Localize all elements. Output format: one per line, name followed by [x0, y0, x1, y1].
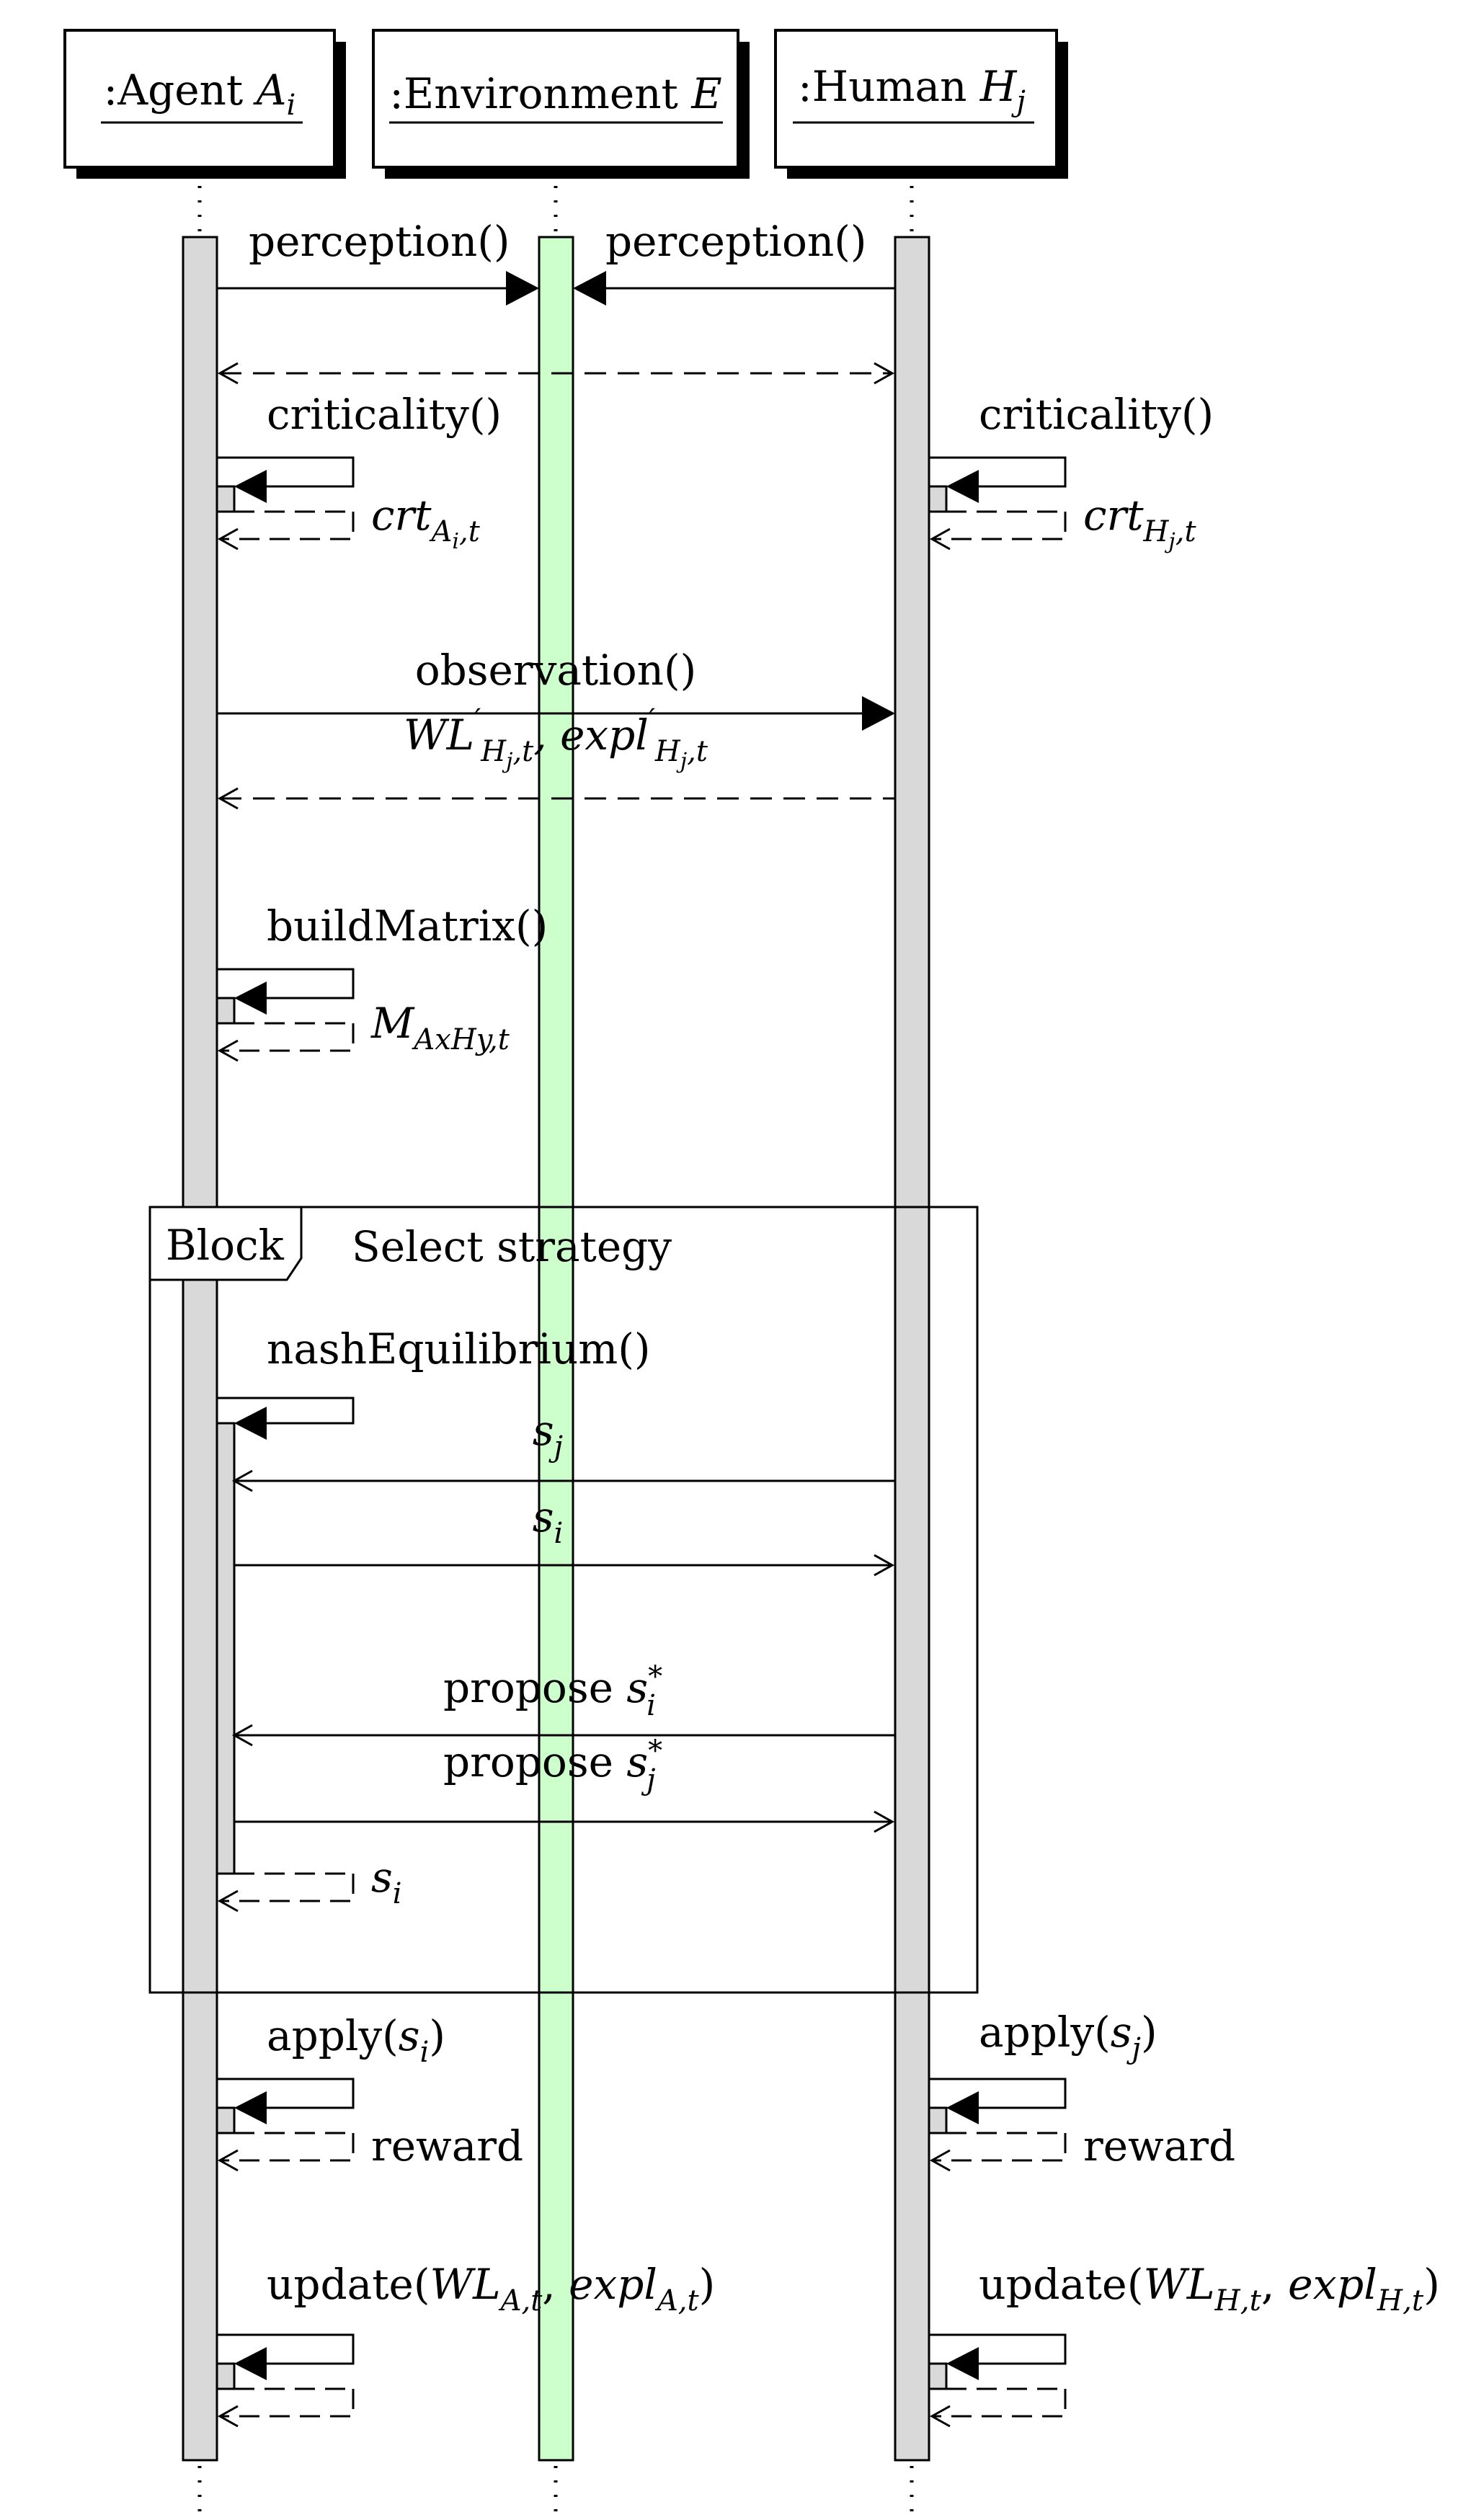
- svg-text::Human Hj: :Human Hj: [798, 62, 1026, 118]
- self-call-update-human: update(WLH,t, explH,t): [928, 2260, 1440, 2428]
- svg-text:sj: sj: [533, 1406, 563, 1464]
- combined-fragment: Block Select strategy: [148, 1206, 979, 1994]
- fragment-title: Select strategy: [352, 1222, 672, 1271]
- svg-text:criticality(): criticality(): [979, 390, 1214, 439]
- return-s-i: si: [217, 1853, 402, 1913]
- self-call-apply-agent: apply(si) reward: [215, 2011, 523, 2172]
- svg-text:crtHj,t: crtHj,t: [1083, 491, 1196, 554]
- return-perception: [217, 362, 895, 385]
- message-observation: observation() WL′Hj,t, expl′Hj,t: [217, 646, 895, 774]
- self-call-update-agent: update(WLA,t, explA,t): [215, 2260, 715, 2428]
- self-call-apply-human: apply(sj) reward: [928, 2008, 1235, 2172]
- activation-bar-human: [894, 236, 930, 2462]
- activation-bar-agent: [182, 236, 218, 2462]
- svg-text:MAxHy,t: MAxHy,t: [370, 999, 510, 1056]
- svg-text:update(WLH,t, explH,t): update(WLH,t, explH,t): [979, 2260, 1440, 2318]
- svg-text:apply(si): apply(si): [267, 2011, 445, 2069]
- nested-activation-nash: [215, 1422, 236, 1875]
- message-s-j: sj: [231, 1406, 895, 1492]
- self-call-nash: nashEquilibrium(): [217, 1324, 651, 1440]
- lifeline-head-agent: :Agent Ai: [63, 29, 346, 179]
- svg-text:si: si: [371, 1853, 402, 1910]
- svg-text:nashEquilibrium(): nashEquilibrium(): [267, 1324, 651, 1373]
- message-s-i: si: [234, 1492, 895, 1577]
- svg-text:perception(): perception(): [605, 217, 867, 266]
- svg-text:WL′Hj,t, expl′Hj,t: WL′Hj,t, expl′Hj,t: [404, 703, 708, 774]
- svg-text:update(WLA,t, explA,t): update(WLA,t, explA,t): [267, 2260, 715, 2318]
- lifeline-head-environment: :Environment E: [372, 29, 750, 179]
- self-call-buildmatrix: buildMatrix() MAxHy,t: [215, 901, 548, 1062]
- svg-text:propose s*i: propose s*i: [443, 1660, 662, 1722]
- activation-bar-environment: [538, 236, 574, 2462]
- svg-text:reward: reward: [371, 2121, 523, 2171]
- svg-text::Agent Ai: :Agent Ai: [104, 66, 296, 122]
- return-observation: [217, 787, 895, 810]
- svg-text:apply(sj): apply(sj): [979, 2008, 1157, 2065]
- svg-text:buildMatrix(): buildMatrix(): [267, 901, 548, 950]
- svg-text:propose s*j: propose s*j: [443, 1735, 662, 1796]
- self-call-criticality-human: criticality() crtHj,t: [928, 390, 1214, 554]
- self-call-criticality-agent: criticality() crtAi,t: [215, 390, 502, 554]
- fragment-tag: Block: [166, 1221, 285, 1270]
- svg-text:crtAi,t: crtAi,t: [371, 491, 481, 554]
- message-propose-s-i: propose s*i: [231, 1660, 895, 1747]
- message-perception-agent: perception(): [217, 217, 539, 306]
- svg-text:reward: reward: [1083, 2121, 1235, 2171]
- svg-text:criticality(): criticality(): [267, 390, 502, 439]
- message-perception-human: perception(): [573, 217, 895, 306]
- message-propose-s-j: propose s*j: [234, 1735, 895, 1833]
- svg-text:observation(): observation(): [415, 646, 697, 695]
- svg-text:si: si: [533, 1492, 564, 1550]
- svg-text:perception(): perception(): [249, 217, 510, 266]
- svg-text::Environment E: :Environment E: [389, 69, 721, 118]
- lifeline-dots: [197, 186, 914, 2519]
- lifeline-head-human: :Human Hj: [774, 29, 1068, 179]
